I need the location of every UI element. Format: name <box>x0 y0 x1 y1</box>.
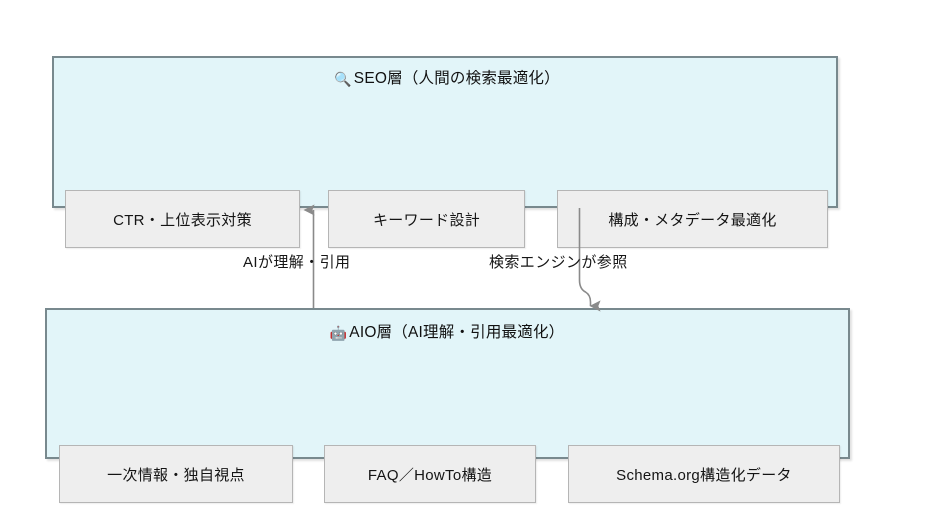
connector-label-search-engine-references: 検索エンジンが参照 <box>489 254 628 271</box>
seo-layer-title-text: SEO層（人間の検索最適化） <box>353 70 560 87</box>
aio-layer-panel[interactable]: 🤖AIO層（AI理解・引用最適化） 一次情報・独自視点 FAQ／HowTo構造 … <box>45 308 850 503</box>
aio-item-primary-info[interactable]: 一次情報・独自視点 <box>59 445 293 503</box>
aio-layer-title: 🤖AIO層（AI理解・引用最適化） <box>212 321 682 346</box>
aio-item-faq-howto[interactable]: FAQ／HowTo構造 <box>324 445 536 503</box>
seo-item-structure-metadata[interactable]: 構成・メタデータ最適化 <box>557 190 828 248</box>
seo-item-keyword-design[interactable]: キーワード設計 <box>328 190 525 248</box>
aio-items-row: 一次情報・独自視点 FAQ／HowTo構造 Schema.org構造化データ <box>47 373 848 503</box>
seo-items-row: CTR・上位表示対策 キーワード設計 構成・メタデータ最適化 <box>54 122 836 248</box>
aio-item-schema-org[interactable]: Schema.org構造化データ <box>568 445 840 503</box>
aio-layer-title-text: AIO層（AI理解・引用最適化） <box>349 324 565 341</box>
connector-label-ai-understands-cites: AIが理解・引用 <box>243 254 351 271</box>
seo-layer-title: 🔍SEO層（人間の検索最適化） <box>212 67 682 92</box>
seo-item-ctr-ranking[interactable]: CTR・上位表示対策 <box>65 190 300 248</box>
robot-icon: 🤖 <box>329 326 348 342</box>
seo-layer-panel[interactable]: 🔍SEO層（人間の検索最適化） CTR・上位表示対策 キーワード設計 構成・メタ… <box>52 56 838 248</box>
magnifying-glass-icon: 🔍 <box>334 72 352 88</box>
